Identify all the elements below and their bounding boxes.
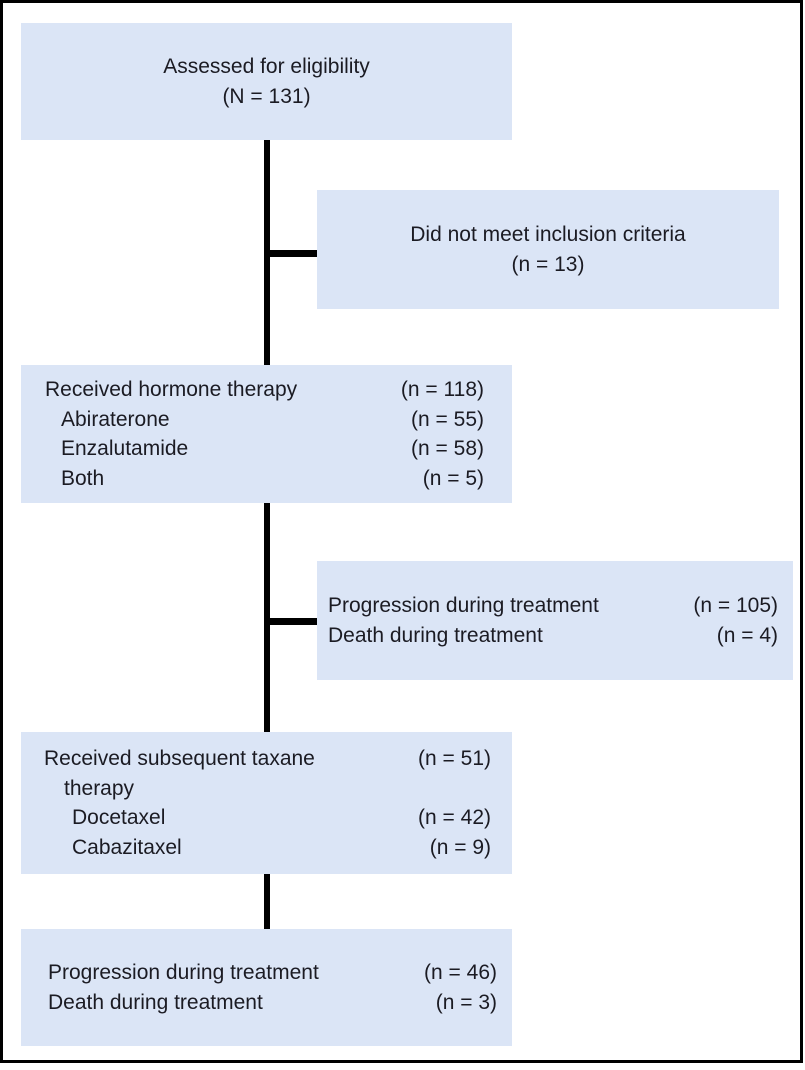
hormone-row-enzalutamide-count: (n = 58)	[411, 437, 484, 460]
taxane-row-docetaxel: Docetaxel (n = 42)	[44, 803, 491, 833]
connector-taxane-to-outcome	[264, 874, 270, 930]
hormone-outcome-row-progression: Progression during treatment (n = 105)	[328, 591, 778, 621]
box-did-not-meet-inclusion-criteria: Did not meet inclusion criteria (n = 13)	[317, 190, 779, 309]
hormone-row-both-label: Both	[61, 466, 105, 490]
hormone-row-abiraterone: Abiraterone (n = 55)	[45, 405, 484, 435]
hormone-row-total-count: (n = 118)	[400, 378, 484, 401]
hormone-row-enzalutamide: Enzalutamide (n = 58)	[45, 434, 484, 464]
taxane-row-cabazitaxel: Cabazitaxel (n = 9)	[44, 833, 491, 863]
taxane-row-cabazitaxel-count: (n = 9)	[429, 835, 491, 859]
hormone-row-total-label: Received hormone therapy	[45, 378, 298, 401]
hormone-row-total: Received hormone therapy (n = 118)	[45, 375, 484, 405]
taxane-row-docetaxel-count: (n = 42)	[418, 806, 491, 829]
taxane-outcome-progression-count: (n = 46)	[424, 961, 497, 984]
taxane-outcome-death-label: Death during treatment	[48, 990, 263, 1014]
box-received-subsequent-taxane-therapy: Received subsequent taxane (n = 51) ther…	[21, 732, 512, 874]
hormone-row-both: Both (n = 5)	[45, 464, 484, 494]
taxane-row-therapy-wrap: therapy	[44, 774, 491, 804]
box-assessed-for-eligibility: Assessed for eligibility (N = 131)	[21, 23, 512, 140]
hormone-outcome-death-label: Death during treatment	[328, 623, 543, 647]
box-excluded-line1: Did not meet inclusion criteria	[410, 223, 686, 246]
box-hormone-treatment-outcomes: Progression during treatment (n = 105) D…	[317, 561, 793, 680]
hormone-row-abiraterone-label: Abiraterone	[61, 407, 170, 431]
hormone-outcome-progression-label: Progression during treatment	[328, 594, 599, 617]
taxane-outcome-row-progression: Progression during treatment (n = 46)	[48, 958, 497, 988]
box-assessed-line2: (N = 131)	[222, 84, 311, 108]
taxane-outcome-death-count: (n = 3)	[435, 990, 497, 1014]
connector-branch-excluded	[267, 250, 318, 257]
box-excluded-line2: (n = 13)	[511, 252, 585, 276]
hormone-outcome-row-death: Death during treatment (n = 4)	[328, 621, 778, 651]
taxane-outcome-progression-label: Progression during treatment	[48, 961, 319, 984]
hormone-outcome-death-count: (n = 4)	[716, 623, 778, 647]
connector-branch-hormone-outcome	[267, 618, 318, 625]
hormone-row-enzalutamide-label: Enzalutamide	[61, 437, 189, 460]
hormone-row-both-count: (n = 5)	[422, 466, 484, 490]
taxane-row-therapy-wrap-label: therapy	[64, 776, 135, 800]
taxane-row-cabazitaxel-label: Cabazitaxel	[72, 835, 182, 859]
box-received-hormone-therapy: Received hormone therapy (n = 118) Abira…	[21, 365, 512, 503]
connector-hormone-to-taxane	[264, 503, 270, 732]
taxane-row-total-label: Received subsequent taxane	[44, 747, 315, 770]
taxane-row-total: Received subsequent taxane (n = 51)	[44, 744, 491, 774]
taxane-row-docetaxel-label: Docetaxel	[72, 806, 166, 829]
taxane-outcome-row-death: Death during treatment (n = 3)	[48, 988, 497, 1018]
hormone-row-abiraterone-count: (n = 55)	[411, 407, 484, 431]
hormone-outcome-progression-count: (n = 105)	[693, 594, 778, 617]
taxane-row-total-count: (n = 51)	[418, 747, 491, 770]
box-assessed-line1: Assessed for eligibility	[163, 55, 370, 78]
box-taxane-treatment-outcomes: Progression during treatment (n = 46) De…	[21, 929, 512, 1046]
